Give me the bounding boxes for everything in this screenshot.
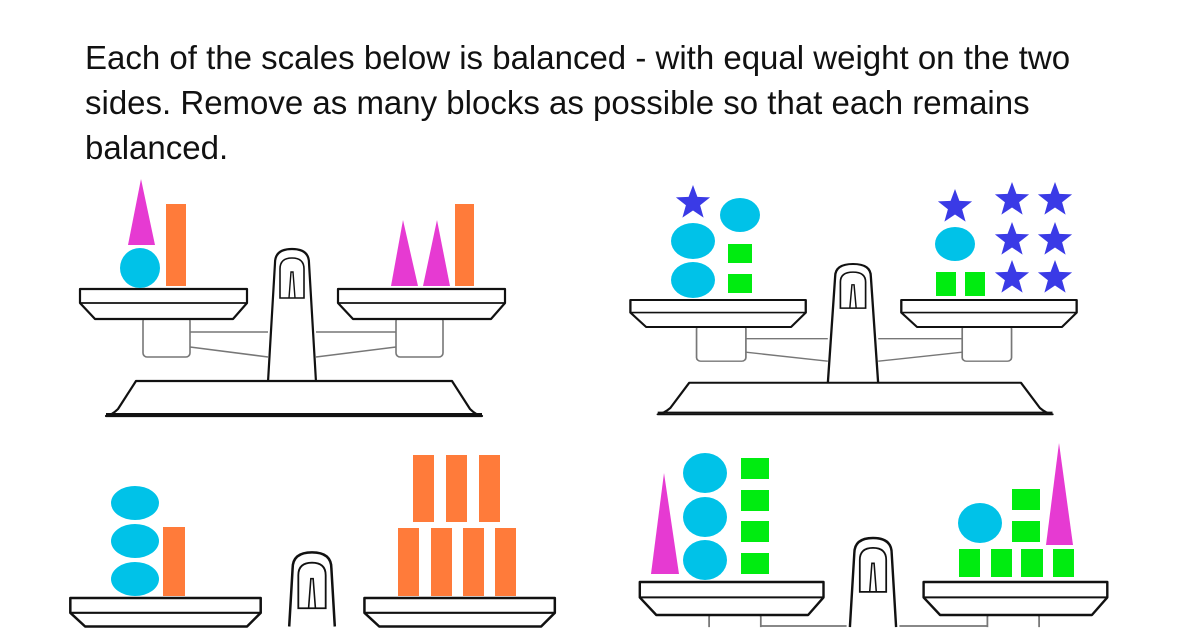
bar-block <box>479 455 500 522</box>
ball-block <box>120 248 160 288</box>
cube-block <box>741 458 769 479</box>
bar-block <box>398 528 419 596</box>
ball-block <box>683 540 727 580</box>
ball-block <box>720 198 760 232</box>
bar-block <box>495 528 516 596</box>
ball-block <box>683 497 727 537</box>
bar-block <box>163 527 185 596</box>
ball-block <box>683 453 727 493</box>
cube-block <box>1012 521 1040 542</box>
cube-block <box>741 490 769 511</box>
cube-block <box>741 553 769 574</box>
ball-block <box>958 503 1002 543</box>
cube-block <box>959 549 980 577</box>
bar-block <box>413 455 434 522</box>
scale-4 <box>638 443 1109 629</box>
cube-block <box>741 521 769 542</box>
cube-block <box>1012 489 1040 510</box>
star-block <box>937 189 973 222</box>
ball-block <box>671 223 715 259</box>
bar-block <box>455 204 474 286</box>
star-block <box>1037 260 1073 293</box>
cube-block <box>1021 549 1043 577</box>
bar-block <box>166 204 186 286</box>
instructions-text: Each of the scales below is balanced - w… <box>85 39 1071 166</box>
bar-block <box>446 455 467 522</box>
ball-block <box>111 486 159 520</box>
ball-block <box>111 562 159 596</box>
ball-block <box>671 262 715 298</box>
page-title: Balance Puzzles <box>86 0 382 9</box>
cube-block <box>1053 549 1074 577</box>
cone-block <box>1046 443 1073 545</box>
cone-block <box>423 220 450 286</box>
scale-3 <box>69 455 557 628</box>
star-block <box>1037 222 1073 255</box>
cone-block <box>651 473 679 574</box>
cube-block <box>936 272 956 296</box>
ball-block <box>111 524 159 558</box>
ball-block <box>935 227 975 261</box>
cone-block <box>391 220 418 286</box>
cube-block <box>991 549 1012 577</box>
star-block <box>675 185 711 218</box>
cube-block <box>728 244 752 263</box>
star-block <box>994 222 1030 255</box>
scale-1 <box>78 179 507 418</box>
star-block <box>1037 182 1073 215</box>
star-block <box>994 182 1030 215</box>
bar-block <box>463 528 484 596</box>
scale-2 <box>629 182 1078 416</box>
cube-block <box>728 274 752 293</box>
bar-block <box>431 528 452 596</box>
star-block <box>994 260 1030 293</box>
cone-block <box>128 179 155 245</box>
cube-block <box>965 272 985 296</box>
